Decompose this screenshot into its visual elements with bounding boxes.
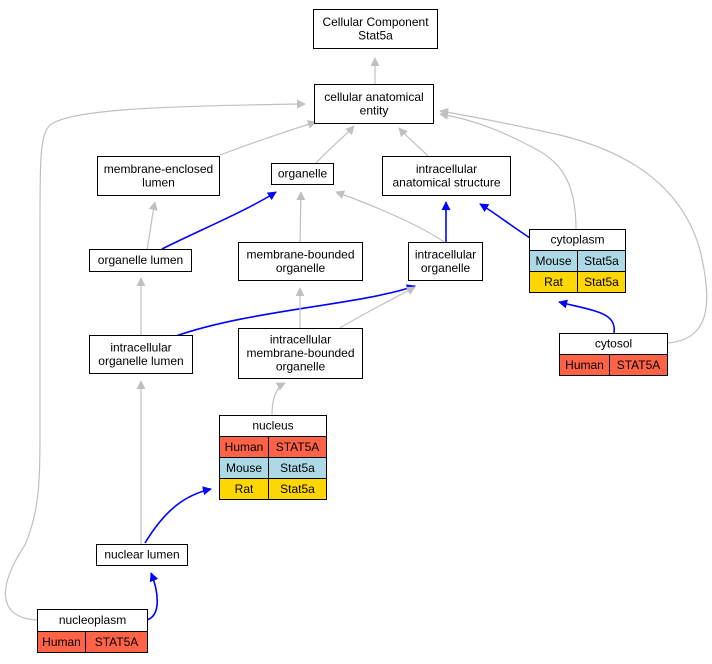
edge-nucleoplasm-to-nuclear-lumen xyxy=(146,572,159,621)
annotation-row-mouse: Mouse Stat5a xyxy=(529,250,626,272)
species-label: Mouse xyxy=(535,254,571,268)
node-iol-label: intracellular xyxy=(110,340,171,354)
annotation-row-human: Human STAT5A xyxy=(559,354,668,376)
species-label: Human xyxy=(42,635,81,649)
annotation-row-human: Human STAT5A xyxy=(219,436,327,458)
gene-cell xyxy=(577,271,626,293)
node-imbo-box xyxy=(238,328,363,379)
node-io-label: intracellular xyxy=(415,247,476,261)
edge-nuclear-lumen-to-nucleus xyxy=(144,486,212,544)
node-ias-box xyxy=(382,156,511,196)
species-label: Rat xyxy=(544,275,563,289)
gene-cell xyxy=(268,478,327,500)
annotation-row-rat: Rat Stat5a xyxy=(219,478,327,500)
edge-cytoplasm-to-ias xyxy=(479,203,531,239)
node-nuclear-lumen[interactable]: nuclear lumen xyxy=(96,544,188,566)
edge-cytosol-to-cae xyxy=(439,107,708,344)
node-imbo-label: membrane-bounded xyxy=(246,346,354,360)
edge-mel-to-cae xyxy=(219,120,317,156)
node-mbo-label: membrane-bounded xyxy=(246,247,354,261)
node-mel-label: lumen xyxy=(142,175,175,189)
gene-cell xyxy=(609,354,668,376)
gene-label: STAT5A xyxy=(276,440,320,454)
node-mbo-box xyxy=(238,242,363,281)
node-imbo-label: intracellular xyxy=(270,333,331,347)
gene-cell xyxy=(85,631,148,653)
gene-label: Stat5a xyxy=(280,461,315,475)
edge-organelle-to-cae xyxy=(315,125,355,164)
node-root-label: Stat5a xyxy=(358,28,393,42)
edge-ias-to-cae xyxy=(398,127,429,157)
annotation-row-rat: Rat Stat5a xyxy=(529,271,626,293)
node-ol-label: organelle lumen xyxy=(98,253,183,267)
species-label: Human xyxy=(225,440,264,454)
gene-label: STAT5A xyxy=(95,635,139,649)
edge-nucleoplasm-to-cae xyxy=(4,99,306,621)
edge-nucleus-to-imbo xyxy=(271,382,286,416)
node-cae-box xyxy=(314,84,434,124)
node-mel-label: membrane-enclosed xyxy=(104,162,213,176)
node-mel-box xyxy=(97,156,220,196)
node-iol-label: organelle lumen xyxy=(98,354,183,368)
node-organelle-box xyxy=(271,163,334,185)
node-root-label: Cellular Component xyxy=(322,15,429,29)
edge-ol-to-mel xyxy=(146,201,158,250)
edge-cytoplasm-to-cae xyxy=(439,110,577,230)
node-mbo-label: organelle xyxy=(276,261,326,275)
node-root-box xyxy=(313,9,438,49)
node-cytosol-label: cytosol xyxy=(595,337,632,351)
species-label: Mouse xyxy=(226,461,262,475)
node-io-label: organelle xyxy=(421,261,471,275)
gene-label: STAT5A xyxy=(617,358,661,372)
edge-ol-to-organelle xyxy=(161,191,277,250)
edge-imbo-to-io xyxy=(339,286,416,329)
node-io-box xyxy=(408,242,483,281)
annotation-row-human: Human STAT5A xyxy=(37,631,148,653)
edge-mbo-to-organelle xyxy=(296,191,306,243)
node-organelle[interactable]: organelle xyxy=(271,163,334,185)
node-organelle-label: organelle xyxy=(278,167,328,181)
gene-label: Stat5a xyxy=(584,275,619,289)
node-nuclear-lumen-box xyxy=(96,544,188,566)
node-ias-label: anatomical structure xyxy=(392,175,500,189)
node-nucleoplasm-label: nucleoplasm xyxy=(59,613,126,627)
node-ol[interactable]: organelle lumen xyxy=(89,249,192,272)
node-nuclear-lumen-label: nuclear lumen xyxy=(104,548,179,562)
species-label: Rat xyxy=(235,482,254,496)
node-cae-label: cellular anatomical xyxy=(324,90,423,104)
edge-cytosol-to-cytoplasm xyxy=(558,299,615,334)
edge-iol-to-io xyxy=(175,284,416,337)
node-ias-label: intracellular xyxy=(416,162,477,176)
node-ol-box xyxy=(89,249,192,272)
node-nucleus-label: nucleus xyxy=(252,419,293,433)
edge-io-to-organelle xyxy=(335,190,445,243)
node-imbo-label: organelle xyxy=(276,360,326,374)
species-label: Human xyxy=(565,358,604,372)
node-cytoplasm-label: cytoplasm xyxy=(550,233,604,247)
gene-label: Stat5a xyxy=(280,482,315,496)
node-cae-label: entity xyxy=(360,103,389,117)
annotation-row-mouse: Mouse Stat5a xyxy=(219,457,327,479)
gene-label: Stat5a xyxy=(584,254,619,268)
node-iol-box xyxy=(89,335,193,374)
edges-layer xyxy=(4,57,708,621)
